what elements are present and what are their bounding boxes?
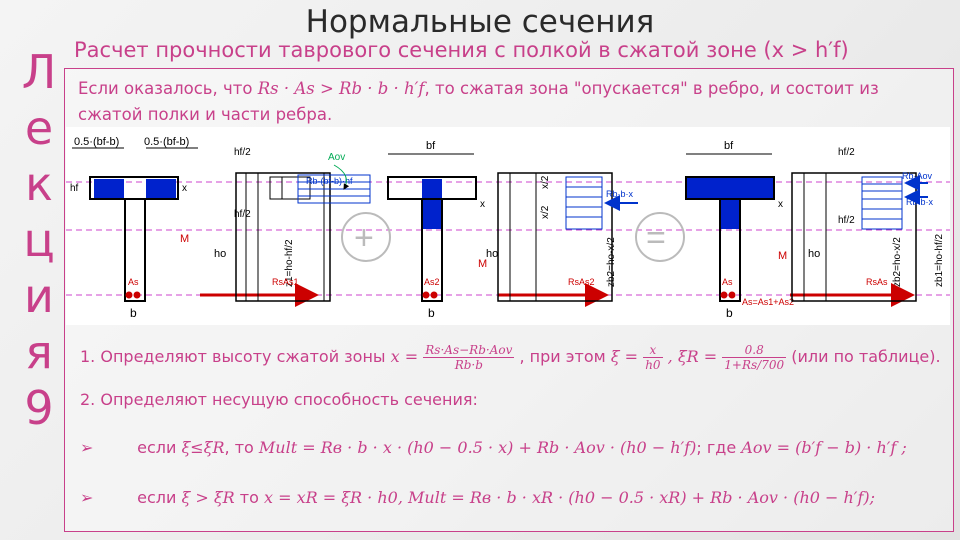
dim-label: hf/2: [234, 209, 251, 220]
condition-bullet: ➢ если ξ > ξR то x = xR = ξR · h0, Mult …: [80, 488, 875, 507]
xir-fraction: 0.8 1+Rs/700: [722, 343, 787, 372]
dim-label: hf/2: [234, 147, 251, 158]
dim-label: bf: [724, 140, 734, 152]
area-label: Aov: [328, 152, 345, 163]
right-tee-section: bf x hf/2 hf/2 ho zb2=ho-x/2 zb1=ho-hf/2…: [685, 140, 945, 320]
bullet-arrow-icon: ➢: [80, 438, 94, 457]
bullet-condition: ξ > ξR: [181, 488, 235, 507]
middle-tee-section: bf x x/2 x/2 ho zb2=ho-x/2 M As2 RsAs2 b…: [387, 140, 638, 320]
slide-title: Нормальные сечения: [305, 4, 655, 40]
side-letter: е: [24, 101, 54, 155]
dim-label: x: [182, 183, 187, 194]
xir-symbol: , ξR =: [667, 347, 718, 366]
intro-text-after: , то сжатая зона "опускается" в ребро, и…: [78, 79, 879, 124]
xi-symbol: ξ =: [610, 347, 639, 366]
force-label: Rb·b·x: [906, 197, 934, 207]
bullet-lead: если: [137, 438, 182, 457]
flange-force-diagram: Aov Rb·(bf-b)·hf: [297, 152, 371, 204]
dim-label: hf: [70, 183, 79, 194]
side-letter: к: [25, 157, 53, 211]
rebar-label: As2: [424, 277, 440, 287]
x-denominator: Rb·b: [454, 358, 483, 372]
x-fraction: Rs·As−Rb·Aov Rb·b: [423, 343, 515, 372]
force-label: Rb·Aov: [902, 171, 933, 181]
dim-label: x: [778, 199, 783, 210]
equals-operator: =: [635, 212, 685, 262]
step-1: 1. Определяют высоту сжатой зоны x = Rs·…: [80, 343, 941, 372]
operator-symbol: =: [646, 219, 666, 257]
lever-arm-label: zb1=ho-hf/2: [934, 233, 945, 287]
condition-bullet: ➢ если ξ≤ξR, то Mult = Rв · b · x · (h0 …: [80, 438, 907, 457]
dim-label: ho: [486, 248, 498, 260]
bullet-lead: если: [137, 488, 182, 507]
step-1-after: (или по таблице).: [791, 347, 941, 366]
step-1-text: 1. Определяют высоту сжатой зоны: [80, 347, 391, 366]
bullet-mid: то: [234, 488, 264, 507]
side-letter: и: [24, 269, 54, 323]
rebar-sum-label: As=As1+As2: [742, 297, 794, 307]
step-1-mid: , при этом: [519, 347, 611, 366]
rebar-label: As: [128, 277, 139, 287]
xi-numerator: x: [643, 343, 663, 358]
flange-overhang-label: 0.5·(bf-b): [74, 136, 119, 148]
force-label: RsAs: [866, 277, 888, 287]
moment-label: M: [180, 233, 189, 245]
side-letter: 9: [24, 381, 54, 435]
left-tee-section: 0.5·(bf-b) 0.5·(bf-b) hf x hf/2 hf/2 ho …: [70, 136, 331, 320]
moment-formula: x = xR = ξR · h0, Mult = Rв · b · xR · (…: [263, 488, 875, 507]
dim-label: hf/2: [838, 147, 855, 158]
side-letter: я: [25, 325, 53, 379]
moment-label: M: [778, 250, 787, 262]
lever-arm-label: zb2=ho-x/2: [892, 237, 903, 287]
x-symbol: x =: [390, 347, 419, 366]
intro-formula: Rs · As > Rb · b · h′f: [257, 79, 425, 98]
moment-formula: Mult = Rв · b · x · (h0 − 0.5 · x) + Rb …: [258, 438, 697, 457]
dim-label: bf: [426, 140, 436, 152]
force-label: Rb·(bf-b)·hf: [306, 176, 353, 186]
operator-symbol: +: [354, 219, 374, 257]
tee-section-diagram: 0.5·(bf-b) 0.5·(bf-b) hf x hf/2 hf/2 ho …: [66, 127, 950, 325]
dim-label: hf/2: [838, 215, 855, 226]
xi-denominator: h0: [645, 358, 661, 372]
bullet-tail-lead: ; где: [696, 438, 742, 457]
dim-label: b: [428, 306, 435, 320]
intro-text-before: Если оказалось, что: [78, 79, 258, 98]
dim-label: x/2: [540, 175, 551, 189]
bullet-mid: , то: [224, 438, 259, 457]
moment-label: M: [478, 258, 487, 270]
lecture-number-vertical: Л е к ц и я 9: [18, 44, 60, 436]
side-letter: ц: [23, 213, 55, 267]
dim-label: b: [130, 306, 137, 320]
lever-arm-label: z1=ho-hf/2: [284, 239, 295, 287]
force-label: RsAs1: [272, 277, 299, 287]
dim-label: x: [480, 199, 485, 210]
flange-overhang-label: 0.5·(bf-b): [144, 136, 189, 148]
rebar-label: As: [722, 277, 733, 287]
xi-fraction: x h0: [643, 343, 663, 372]
aov-formula: Aov = (b′f − b) · h′f ;: [741, 438, 907, 457]
dim-label: x/2: [540, 205, 551, 219]
xir-numerator: 0.8: [722, 343, 787, 358]
dim-label: ho: [808, 248, 820, 260]
force-label: Rb·b·x: [606, 189, 634, 199]
x-numerator: Rs·As−Rb·Aov: [423, 343, 515, 358]
force-label: RsAs2: [568, 277, 595, 287]
xir-denominator: 1+Rs/700: [724, 358, 785, 372]
step-2: 2. Определяют несущую способность сечени…: [80, 390, 478, 409]
slide-subtitle: Расчет прочности таврового сечения с пол…: [74, 38, 849, 62]
intro-paragraph: Если оказалось, что Rs · As > Rb · b · h…: [78, 76, 938, 128]
bullet-arrow-icon: ➢: [80, 488, 94, 507]
side-letter: Л: [21, 45, 57, 99]
plus-operator: +: [341, 212, 391, 262]
dim-label: ho: [214, 248, 226, 260]
bullet-condition: ξ≤ξR: [181, 438, 225, 457]
dim-label: b: [726, 306, 733, 320]
